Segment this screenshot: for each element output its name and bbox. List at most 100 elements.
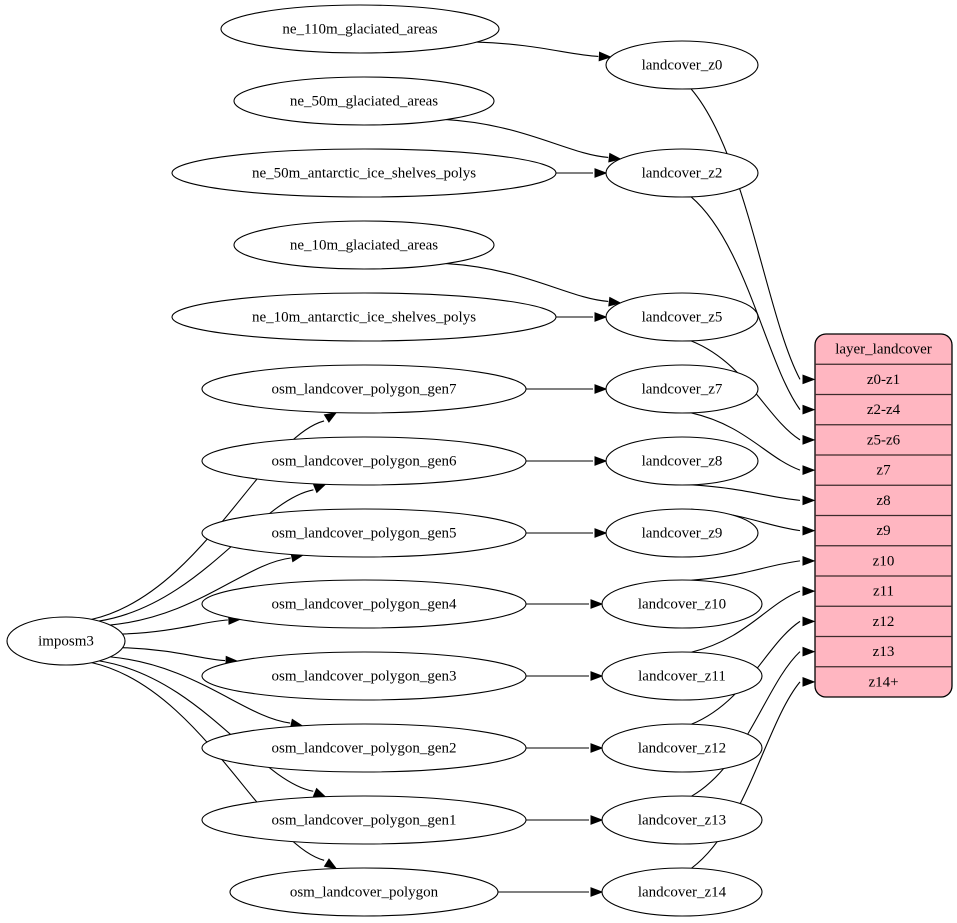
landcover-layer-node-landcover_z0[interactable]: landcover_z0 [605, 40, 759, 90]
landcover-layer-node-landcover_z14[interactable]: landcover_z14 [601, 867, 763, 917]
node-shape[interactable] [201, 364, 527, 414]
node-label: landcover_z0 [642, 57, 723, 73]
landcover-layer-node-landcover_z9[interactable]: landcover_z9 [605, 508, 759, 558]
node-shape[interactable] [6, 616, 126, 666]
node-shape[interactable] [201, 508, 527, 558]
natural-earth-node-ne_10m_glaciated_areas[interactable]: ne_10m_glaciated_areas [233, 220, 495, 270]
layer-table-row-label: z11 [873, 584, 894, 600]
source-node-imposm3[interactable]: imposm3 [6, 616, 126, 666]
layer-table-row-z9[interactable]: z9 [815, 516, 952, 546]
osm-table-node-osm_landcover_polygon_gen2[interactable]: osm_landcover_polygon_gen2 [201, 723, 527, 773]
node-shape[interactable] [201, 436, 527, 486]
landcover-layer-node-landcover_z2[interactable]: landcover_z2 [605, 148, 759, 198]
osm-table-node-osm_landcover_polygon_gen5[interactable]: osm_landcover_polygon_gen5 [201, 508, 527, 558]
layer-table-row-label: z2-z4 [867, 402, 901, 418]
arrow-head-icon [802, 676, 816, 687]
arrow-head-icon [594, 312, 608, 322]
node-shape[interactable] [171, 292, 557, 342]
node-label: landcover_z8 [642, 453, 723, 469]
node-shape[interactable] [201, 795, 527, 845]
osm-table-node-osm_landcover_polygon[interactable]: osm_landcover_polygon [229, 867, 499, 917]
edge-line [109, 557, 291, 626]
osm-table-node-osm_landcover_polygon_gen1[interactable]: osm_landcover_polygon_gen1 [201, 795, 527, 845]
node-shape[interactable] [201, 579, 527, 629]
node-shape[interactable] [201, 651, 527, 701]
layer-table-row-z11[interactable]: z11 [815, 576, 952, 606]
node-label: ne_10m_glaciated_areas [290, 237, 438, 253]
landcover-layer-node-landcover_z10[interactable]: landcover_z10 [601, 579, 763, 629]
layer-table-row-z8[interactable]: z8 [815, 485, 952, 515]
node-shape[interactable] [601, 795, 763, 845]
layer-table-row-z10[interactable]: z10 [815, 546, 952, 576]
node-shape[interactable] [601, 579, 763, 629]
arrow-head-icon [802, 616, 816, 627]
edge-landcover_z13-to-z13 [691, 646, 816, 797]
node-shape[interactable] [605, 364, 759, 414]
node-shape[interactable] [171, 148, 557, 198]
layer-table-row-z14+[interactable]: z14+ [815, 667, 952, 697]
landcover-layer-node-landcover_z8[interactable]: landcover_z8 [605, 436, 759, 486]
arrow-head-icon [312, 483, 327, 494]
layer-table-row-label: z5-z6 [867, 432, 901, 448]
arrow-head-icon [323, 411, 338, 423]
landcover-layer-node-landcover_z13[interactable]: landcover_z13 [601, 795, 763, 845]
arrow-head-icon [802, 555, 816, 566]
node-shape[interactable] [601, 651, 763, 701]
layer-table-row-z0-z1[interactable]: z0-z1 [815, 364, 952, 394]
arrow-head-icon [594, 168, 608, 178]
edge-imposm3-to-osm_landcover_polygon_gen4 [122, 614, 242, 635]
osm-table-node-osm_landcover_polygon_gen3[interactable]: osm_landcover_polygon_gen3 [201, 651, 527, 701]
arrow-head-icon [608, 152, 622, 163]
arrow-head-icon [323, 858, 338, 870]
layer-table-row-z12[interactable]: z12 [815, 606, 952, 636]
edge-osm_landcover_polygon_gen3-to-landcover_z11 [526, 671, 604, 681]
natural-earth-node-ne_50m_glaciated_areas[interactable]: ne_50m_glaciated_areas [233, 76, 495, 126]
layer-table-row-z7[interactable]: z7 [815, 455, 952, 485]
arrow-head-icon [802, 586, 816, 597]
node-shape[interactable] [605, 40, 759, 90]
landcover-layer-node-landcover_z7[interactable]: landcover_z7 [605, 364, 759, 414]
arrow-head-icon [312, 787, 327, 798]
edge-line [690, 196, 801, 410]
node-label: landcover_z11 [638, 668, 726, 684]
arrow-head-icon [590, 671, 604, 681]
node-shape[interactable] [605, 148, 759, 198]
node-label: osm_landcover_polygon_gen3 [272, 668, 457, 684]
layer-table-row-z5-z6[interactable]: z5-z6 [815, 425, 952, 455]
node-shape[interactable] [601, 867, 763, 917]
natural-earth-node-ne_110m_glaciated_areas[interactable]: ne_110m_glaciated_areas [220, 4, 500, 54]
node-shape[interactable] [233, 76, 495, 126]
landcover-layer-node-landcover_z12[interactable]: landcover_z12 [601, 723, 763, 773]
edge-osm_landcover_polygon_gen1-to-landcover_z13 [526, 815, 604, 825]
node-shape[interactable] [605, 508, 759, 558]
node-label: landcover_z2 [642, 165, 723, 181]
osm-table-node-osm_landcover_polygon_gen7[interactable]: osm_landcover_polygon_gen7 [201, 364, 527, 414]
layer-table-row-label: z8 [876, 493, 890, 509]
edge-ne_10m_antarctic_ice_shelves_polys-to-landcover_z5 [556, 312, 608, 322]
layer-table-row-label: z13 [873, 644, 895, 660]
natural-earth-node-ne_10m_antarctic_ice_shelves_polys[interactable]: ne_10m_antarctic_ice_shelves_polys [171, 292, 557, 342]
node-shape[interactable] [220, 4, 500, 54]
layer-table-row-label: z12 [873, 614, 895, 630]
layer-table-row-z13[interactable]: z13 [815, 637, 952, 667]
node-shape[interactable] [201, 723, 527, 773]
edge-osm_landcover_polygon-to-landcover_z14 [498, 887, 604, 897]
node-label: landcover_z5 [642, 309, 723, 325]
natural-earth-node-ne_50m_antarctic_ice_shelves_polys[interactable]: ne_50m_antarctic_ice_shelves_polys [171, 148, 557, 198]
layer-table-row-z2-z4[interactable]: z2-z4 [815, 395, 952, 425]
landcover-layer-node-landcover_z11[interactable]: landcover_z11 [601, 651, 763, 701]
osm-table-node-osm_landcover_polygon_gen4[interactable]: osm_landcover_polygon_gen4 [201, 579, 527, 629]
osm-table-node-osm_landcover_polygon_gen6[interactable]: osm_landcover_polygon_gen6 [201, 436, 527, 486]
node-label: imposm3 [38, 633, 94, 649]
node-shape[interactable] [601, 723, 763, 773]
node-label: landcover_z13 [638, 812, 726, 828]
edge-line [691, 484, 801, 501]
node-shape[interactable] [229, 867, 499, 917]
arrow-head-icon [590, 743, 604, 753]
node-shape[interactable] [233, 220, 495, 270]
landcover-layer-node-landcover_z5[interactable]: landcover_z5 [605, 292, 759, 342]
arrow-head-icon [802, 525, 816, 536]
node-shape[interactable] [605, 292, 759, 342]
edge-imposm3-to-osm_landcover_polygon [91, 662, 338, 870]
node-shape[interactable] [605, 436, 759, 486]
